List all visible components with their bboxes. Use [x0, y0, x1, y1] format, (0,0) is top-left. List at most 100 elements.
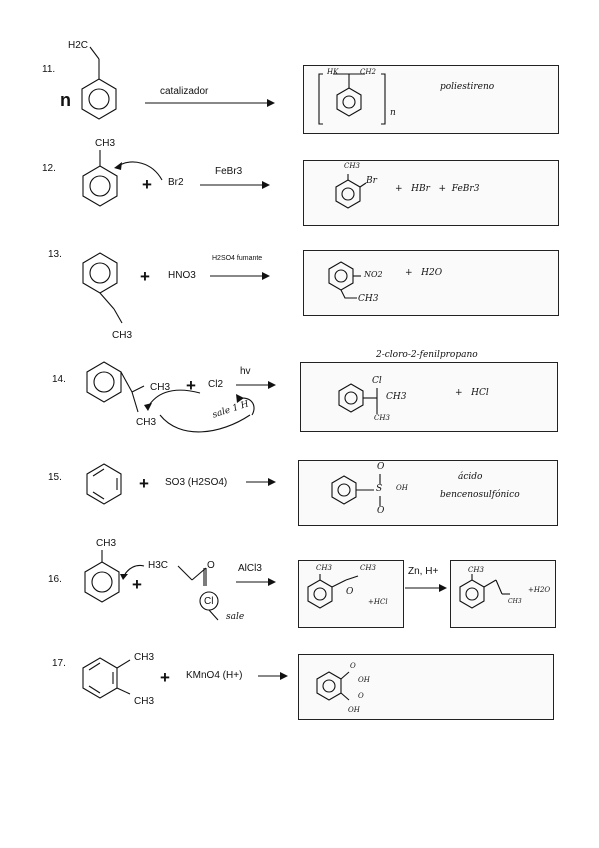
problem-12-number: 12. [42, 163, 56, 174]
xylene-ch3-bottom: CH3 [134, 696, 155, 707]
polymer-n-prefix: n [60, 90, 71, 110]
xylene-structure [82, 657, 131, 699]
bromotoluene-sketch [335, 174, 367, 209]
problem-15-number: 15. [48, 472, 62, 483]
subscript-n: n [390, 108, 396, 118]
alcl3-catalyst: AlCl3 [238, 563, 262, 574]
problem-16-number: 16. [48, 574, 62, 585]
problem-11-number: 11. [42, 64, 56, 75]
curved-arrows [144, 389, 255, 433]
carbonyl-o: O [207, 560, 215, 571]
acyl-chloride-h3c: H3C [148, 560, 169, 571]
reaction-arrow [210, 272, 270, 280]
curved-arrow [120, 564, 145, 580]
leaving-circle [199, 591, 219, 621]
styrene-structure [81, 46, 117, 120]
answer-16b-h2o: +H2O [528, 586, 551, 594]
answer-16b-ch3-bottom: CH3 [508, 598, 522, 605]
reaction-arrow [236, 381, 276, 389]
answer-14-ch3-bottom: CH3 [374, 414, 390, 422]
answer-box-11 [303, 65, 559, 134]
acylated-toluene-sketch [307, 574, 359, 609]
reaction-arrow [145, 99, 275, 107]
reaction-arrow [236, 578, 276, 586]
plus-sign: + [142, 175, 152, 194]
nitroethylbenzene-sketch [328, 261, 361, 299]
answer-14-ch3-right: CH3 [386, 392, 407, 402]
chlorine-reagent: Cl2 [208, 379, 224, 390]
curved-arrow [114, 161, 163, 181]
febr3-catalyst: FeBr3 [215, 166, 243, 177]
polystyrene-sketch [318, 73, 386, 125]
reaction-arrow [246, 478, 276, 486]
bracket-label-right: CH2 [360, 68, 376, 76]
answer-17-o-top: O [350, 662, 356, 670]
answer-box-14 [300, 362, 558, 432]
propyltoluene-sketch [459, 574, 510, 609]
xylene-ch3-top: CH3 [134, 652, 155, 663]
problem-13-number: 13. [48, 249, 62, 260]
product-name-11: poliestireno [440, 82, 495, 92]
propanoyl-chloride-structure [177, 565, 207, 586]
bromine-reagent: Br2 [168, 177, 184, 188]
answer-12-ch3: CH3 [344, 162, 360, 170]
plus-sign: + [186, 376, 196, 395]
byproducts-13: + H2O [405, 268, 443, 278]
answer-16a-ch3-right: CH3 [360, 564, 376, 572]
product-name-15-line2: bencenosulfónico [440, 490, 520, 500]
methyl-label: CH3 [95, 138, 116, 149]
toluene-ch3-label: CH3 [96, 538, 117, 549]
ethylbenzene-structure [82, 252, 123, 324]
sulfonation-reagent: SO3 (H2SO4) [165, 477, 228, 488]
reaction-arrow [200, 181, 270, 189]
answer-13-ch3: CH3 [358, 294, 379, 304]
answer-17-oh-top: OH [358, 676, 370, 684]
cumene-ch3-bottom: CH3 [136, 417, 157, 428]
catalyst-label: catalizador [160, 86, 209, 97]
nitric-acid-reagent: HNO3 [168, 270, 196, 281]
answer-17-oh-bottom: OH [348, 706, 360, 714]
phthalic-acid-sketch [316, 671, 350, 701]
product-name-14: 2-cloro-2-fenilpropano [376, 350, 478, 360]
vinyl-label: H2C [68, 40, 89, 51]
answer-14-cl: Cl [372, 376, 382, 386]
answer-16a-ch3-left: CH3 [316, 564, 332, 572]
plus-sign: + [160, 668, 170, 687]
bracket-label-left: HK [327, 68, 339, 76]
benzene-structure [86, 463, 122, 505]
problem-14-number: 14. [52, 374, 66, 385]
kmno4-reagent: KMnO4 (H+) [186, 670, 243, 681]
answer-13-no2: NO2 [364, 270, 383, 279]
ethyl-ch3-label: CH3 [112, 330, 133, 341]
answer-12-br: Br [366, 176, 377, 186]
answer-box-13 [303, 250, 559, 316]
byproducts-14: + HCl [455, 388, 489, 398]
sale-note-16: sale [226, 612, 245, 622]
answer-box-15 [298, 460, 558, 526]
reaction-arrow [258, 672, 288, 680]
answer-16a-o: O [346, 587, 354, 597]
answer-box-16a [298, 560, 404, 628]
toluene-structure [82, 150, 118, 207]
plus-sign: + [140, 267, 150, 286]
answer-16b-ch3-top: CH3 [468, 566, 484, 574]
answer-16a-hcl: +HCl [368, 598, 388, 606]
plus-sign: + [132, 575, 142, 594]
light-condition: hv [240, 366, 251, 377]
answer-box-12 [303, 160, 559, 226]
plus-sign: + [139, 474, 149, 493]
toluene-structure [84, 550, 120, 603]
leaving-cl: Cl [204, 596, 214, 607]
benzenesulfonic-sketch [331, 474, 381, 506]
zn-reduction: Zn, H+ [408, 566, 439, 577]
answer-15-o-bottom: O [377, 506, 385, 516]
cumene-ch3-top: CH3 [150, 382, 171, 393]
sulfuric-catalyst: H2SO4 fumante [212, 255, 263, 262]
answer-15-o-top: O [377, 462, 385, 472]
answer-15-oh: OH [396, 484, 408, 492]
chloropropylbenzene-sketch [338, 383, 378, 414]
cumene-structure [86, 361, 145, 413]
answer-17-o-bottom: O [358, 692, 364, 700]
product-name-15-line1: ácido [458, 472, 483, 482]
answer-15-s: S [376, 484, 383, 494]
